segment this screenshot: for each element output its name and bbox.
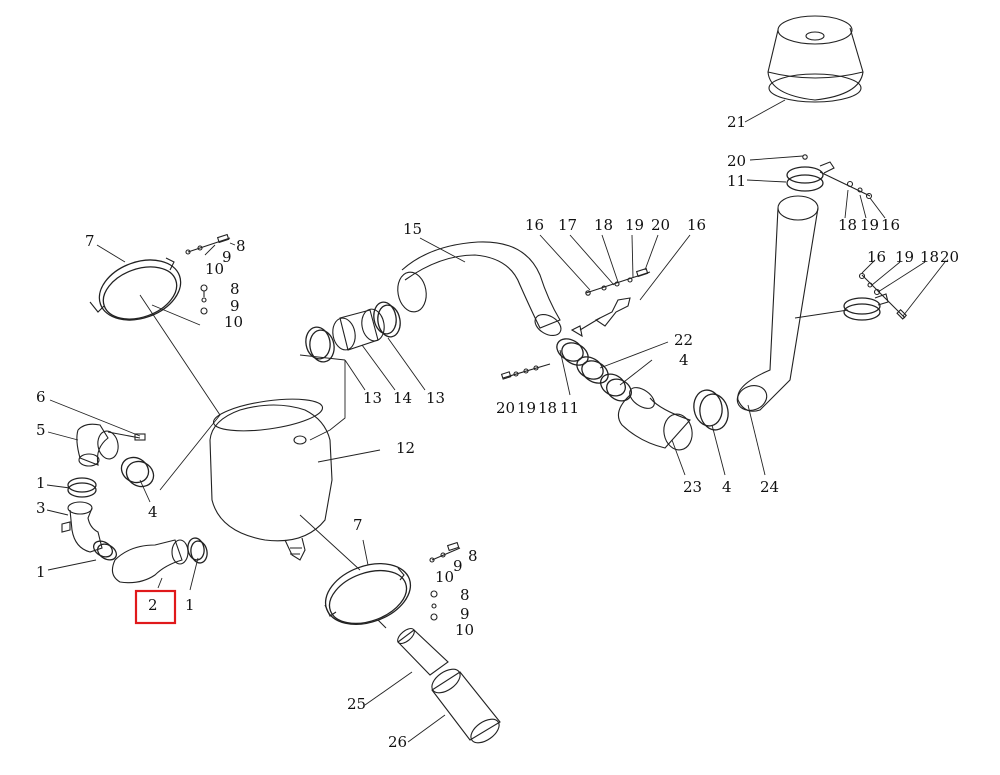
- callout-24[interactable]: 24: [760, 478, 779, 496]
- part-25-26-tubes: [397, 627, 501, 744]
- callout-14[interactable]: 14: [393, 389, 412, 407]
- callout-8a[interactable]: 8: [236, 237, 246, 255]
- callout-18a[interactable]: 18: [594, 216, 613, 234]
- callout-16a[interactable]: 16: [525, 216, 544, 234]
- part-15-hose: [397, 241, 562, 337]
- callout-20b[interactable]: 20: [496, 399, 515, 417]
- callout-11a[interactable]: 11: [560, 399, 579, 417]
- highlight-box-2: [134, 589, 177, 625]
- part-7-clamp-top: [89, 257, 182, 321]
- callout-10d[interactable]: 10: [455, 621, 474, 639]
- callout-8d[interactable]: 8: [460, 586, 470, 604]
- callout-11b[interactable]: 11: [727, 172, 746, 190]
- callout-9c[interactable]: 9: [453, 557, 463, 575]
- callout-23[interactable]: 23: [683, 478, 702, 496]
- part-22-11-clamps: [556, 325, 609, 384]
- callout-19c[interactable]: 19: [860, 216, 879, 234]
- callout-labels: 7 8 9 10 8 9 10 6 5 1 3 1 4 2 1 13 14 13…: [36, 113, 959, 751]
- callout-16c[interactable]: 16: [881, 216, 900, 234]
- part-21-cap: [767, 15, 864, 103]
- callout-25[interactable]: 25: [347, 695, 366, 713]
- callout-4c[interactable]: 4: [722, 478, 732, 496]
- hardware-bolts: [185, 171, 908, 621]
- callout-22[interactable]: 22: [674, 331, 693, 349]
- callout-1a[interactable]: 1: [36, 474, 46, 492]
- callout-20d[interactable]: 20: [940, 248, 959, 266]
- callout-7a[interactable]: 7: [85, 232, 95, 250]
- callout-7b[interactable]: 7: [353, 516, 363, 534]
- callout-8b[interactable]: 8: [230, 280, 240, 298]
- callout-15[interactable]: 15: [403, 220, 422, 238]
- callout-17[interactable]: 17: [558, 216, 577, 234]
- part-23-elbow: [617, 387, 693, 451]
- callout-19d[interactable]: 19: [895, 248, 914, 266]
- callout-18c[interactable]: 18: [838, 216, 857, 234]
- part-17-bracket: [579, 297, 631, 331]
- callout-4b[interactable]: 4: [679, 351, 689, 369]
- part-13-14-sleeve: [305, 301, 401, 363]
- callout-18b[interactable]: 18: [538, 399, 557, 417]
- callout-16b[interactable]: 16: [687, 216, 706, 234]
- callout-13a[interactable]: 13: [363, 389, 382, 407]
- callout-9d[interactable]: 9: [460, 605, 470, 623]
- part-7-clamp-bottom: [324, 563, 412, 629]
- callout-21[interactable]: 21: [727, 113, 746, 131]
- callout-16d[interactable]: 16: [867, 248, 886, 266]
- part-5-elbow: [76, 423, 146, 467]
- part-3-connector: [61, 477, 117, 561]
- callout-8c[interactable]: 8: [468, 547, 478, 565]
- callout-10a[interactable]: 10: [205, 260, 224, 278]
- callout-10c[interactable]: 10: [435, 568, 454, 586]
- callout-2[interactable]: 2: [148, 596, 158, 614]
- callout-19b[interactable]: 19: [517, 399, 536, 417]
- callout-13b[interactable]: 13: [426, 389, 445, 407]
- callout-9b[interactable]: 9: [230, 297, 240, 315]
- part-12-filter-body: [209, 398, 333, 561]
- part-11-clamp-top: [786, 154, 835, 192]
- part-24-bracket-clamp: [843, 293, 889, 321]
- leader-lines: [46, 99, 946, 743]
- callout-19a[interactable]: 19: [625, 216, 644, 234]
- callout-5[interactable]: 5: [36, 421, 46, 439]
- callout-1b[interactable]: 1: [36, 563, 46, 581]
- part-2-hose: [111, 537, 208, 584]
- callout-9a[interactable]: 9: [222, 248, 232, 266]
- callout-1c[interactable]: 1: [185, 596, 195, 614]
- callout-3[interactable]: 3: [36, 499, 46, 517]
- callout-26[interactable]: 26: [388, 733, 407, 751]
- callout-12[interactable]: 12: [396, 439, 415, 457]
- callout-20a[interactable]: 20: [651, 216, 670, 234]
- callout-20c[interactable]: 20: [727, 152, 746, 170]
- callout-10b[interactable]: 10: [224, 313, 243, 331]
- callout-6[interactable]: 6: [36, 388, 46, 406]
- part-24-intake-pipe: [736, 195, 819, 412]
- callout-18d[interactable]: 18: [920, 248, 939, 266]
- callout-4a[interactable]: 4: [148, 503, 158, 521]
